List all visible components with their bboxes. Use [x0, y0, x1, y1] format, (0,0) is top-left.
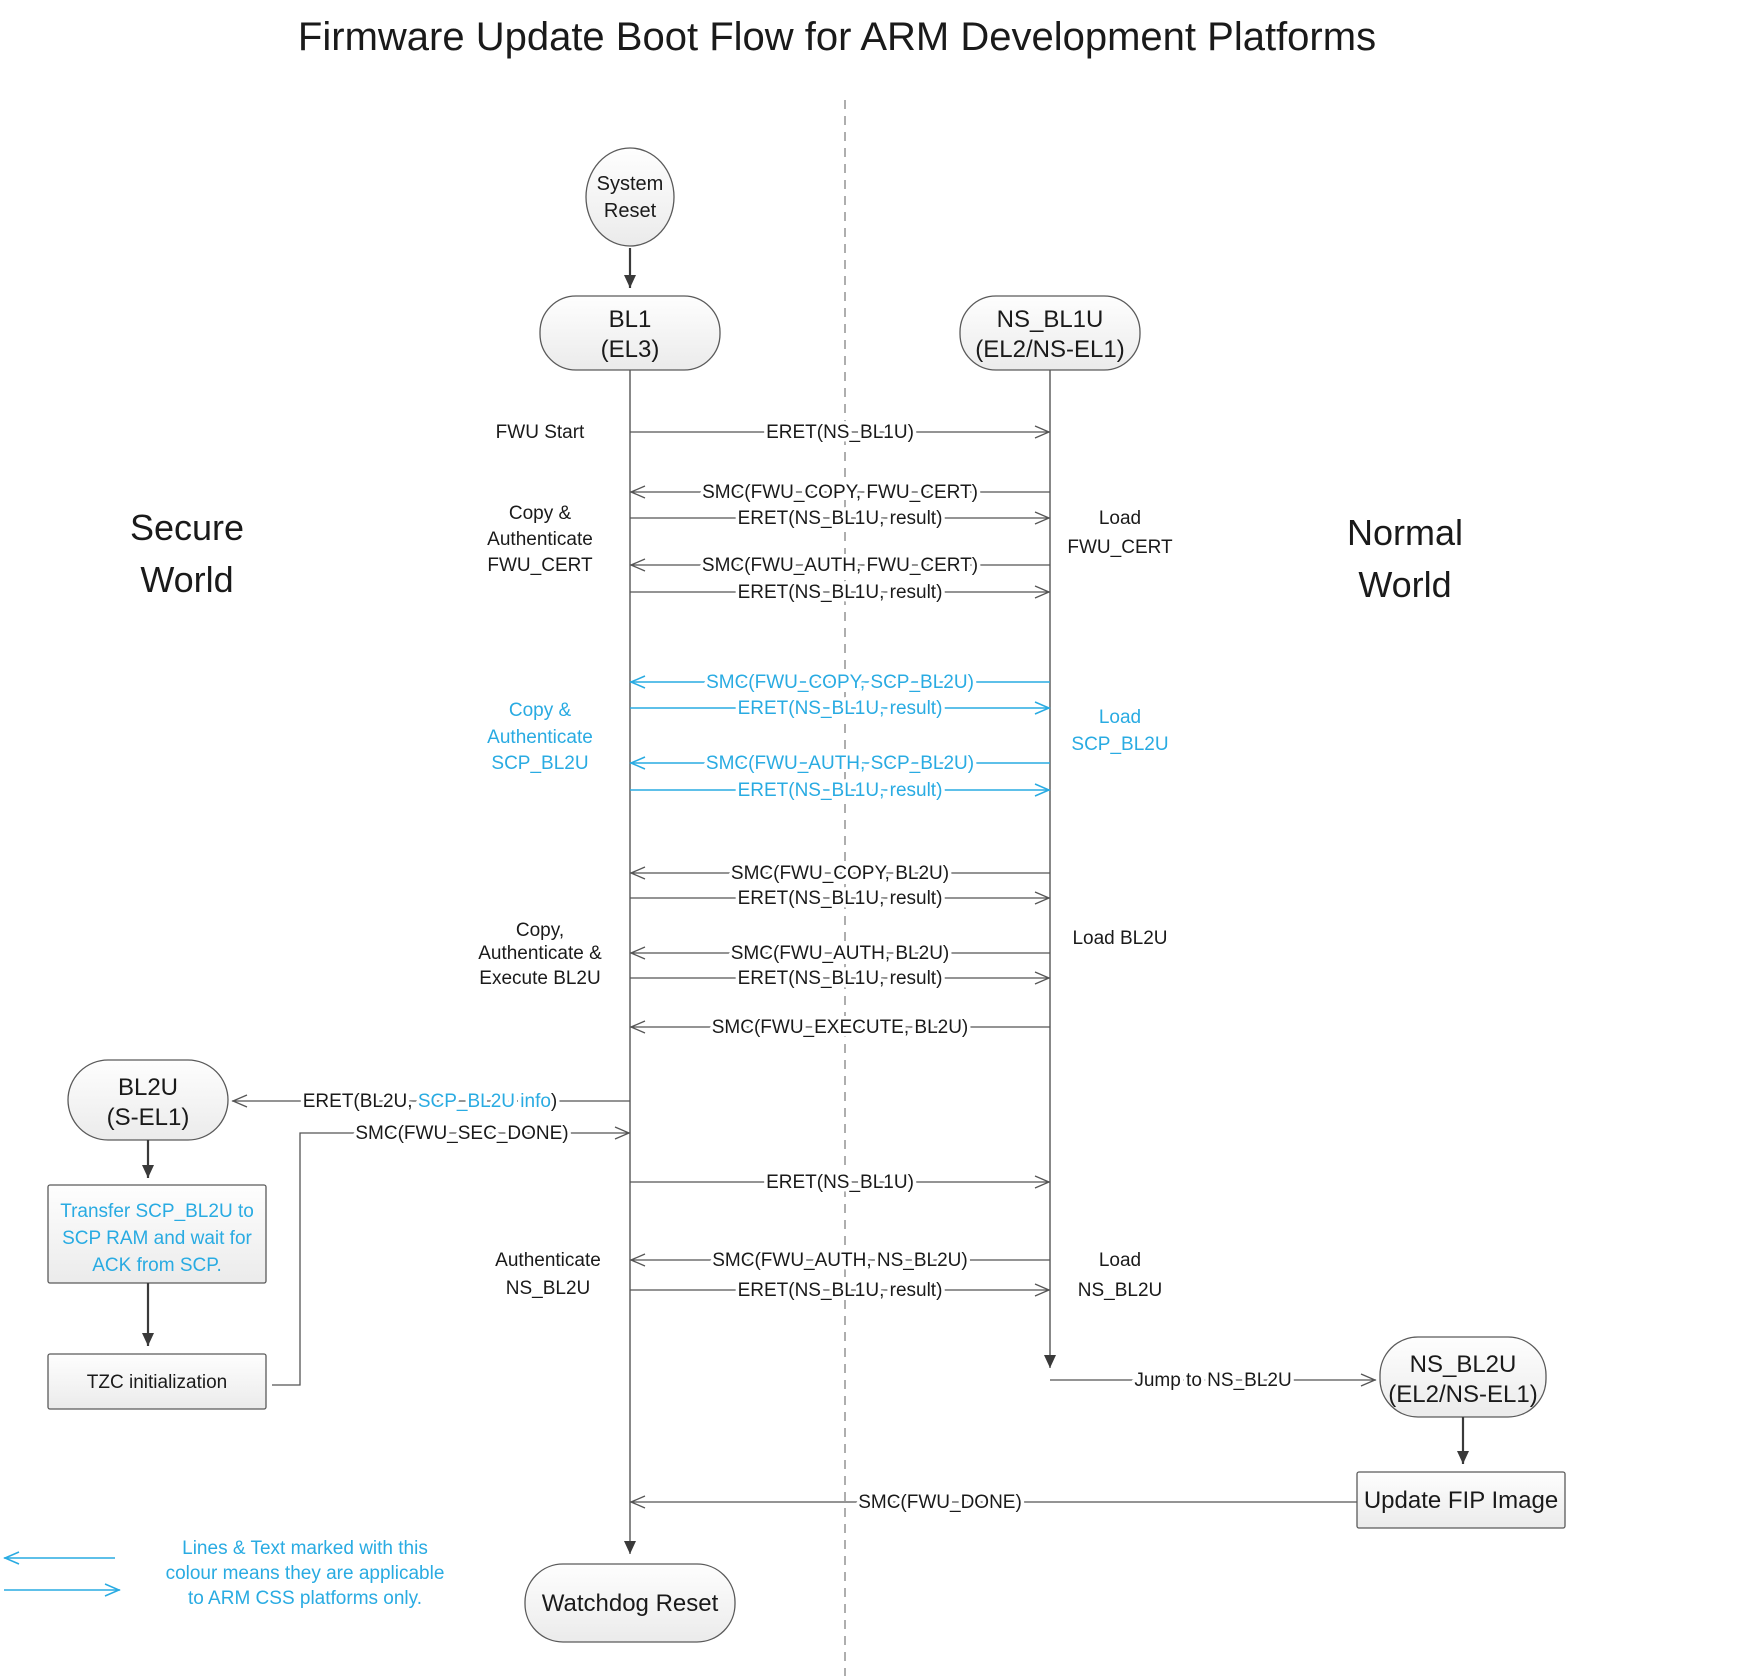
transfer-scp-box: [47, 1184, 267, 1284]
msg-line-smc-fwu-sec-done-elbow: [272, 1126, 631, 1386]
svg-text:Authenticate: Authenticate: [495, 1250, 601, 1271]
svg-text:(S-EL1): (S-EL1): [107, 1104, 190, 1131]
svg-text:Lines & Text marked with this: Lines & Text marked with this: [182, 1538, 428, 1559]
watchdog-reset-box: [524, 1563, 736, 1643]
normal-world-label: Normal World: [1347, 512, 1463, 605]
svg-text:NS_BL2U: NS_BL2U: [1410, 1351, 1517, 1378]
side-label-copy-auth-scp-bl2u: Copy & Authenticate SCP_BL2U: [487, 700, 593, 774]
svg-text:Load: Load: [1099, 508, 1141, 529]
msg-label-smc-fwu-done: SMC(FWU_DONE): [858, 1492, 1022, 1513]
ns-bl1u-box: [959, 295, 1141, 371]
svg-text:Authenticate: Authenticate: [487, 529, 593, 550]
system-reset-ellipse: [585, 147, 675, 247]
msg-label-eret-result-6: ERET(NS_BL1U, result): [738, 968, 943, 989]
svg-text:FWU_CERT: FWU_CERT: [1067, 537, 1173, 558]
msg-label-smc-fwu-auth-ns-bl2u: SMC(FWU_AUTH, NS_BL2U): [712, 1250, 967, 1271]
side-label-copy-auth-fwu-cert: Copy & Authenticate FWU_CERT: [487, 503, 593, 576]
svg-text:Execute BL2U: Execute BL2U: [479, 968, 600, 989]
svg-text:System: System: [597, 173, 664, 195]
legend: Lines & Text marked with this colour mea…: [3, 1538, 445, 1609]
svg-text:SCP RAM and wait for: SCP RAM and wait for: [62, 1228, 252, 1249]
svg-text:Load: Load: [1099, 1250, 1141, 1271]
svg-text:Authenticate &: Authenticate &: [478, 943, 602, 964]
svg-text:(EL2/NS-EL1): (EL2/NS-EL1): [1388, 1381, 1537, 1408]
svg-text:(EL2/NS-EL1): (EL2/NS-EL1): [975, 336, 1124, 363]
svg-text:NS_BL2U: NS_BL2U: [506, 1278, 591, 1299]
svg-text:Update FIP Image: Update FIP Image: [1364, 1487, 1558, 1514]
side-label-load-scp-bl2u: Load SCP_BL2U: [1071, 707, 1168, 755]
msg-label-eret-ns-bl1u-start: ERET(NS_BL1U): [766, 422, 914, 443]
side-label-load-fwu-cert: Load FWU_CERT: [1067, 508, 1173, 558]
svg-text:(EL3): (EL3): [601, 336, 660, 363]
msg-label-eret-bl2u: ERET(BL2U, SCP_BL2U info): [303, 1091, 558, 1112]
svg-text:World: World: [140, 559, 233, 600]
svg-text:BL1: BL1: [609, 306, 652, 333]
side-label-load-ns-bl2u: Load NS_BL2U: [1078, 1250, 1163, 1301]
side-label-auth-ns-bl2u: Authenticate NS_BL2U: [495, 1250, 601, 1299]
svg-text:Normal: Normal: [1347, 512, 1463, 553]
svg-text:BL2U: BL2U: [118, 1074, 178, 1101]
msg-label-eret-result-4: ERET(NS_BL1U, result): [738, 780, 943, 801]
secure-world-label: Secure World: [130, 507, 244, 600]
svg-text:Transfer SCP_BL2U to: Transfer SCP_BL2U to: [60, 1201, 254, 1222]
svg-text:Watchdog Reset: Watchdog Reset: [542, 1590, 719, 1617]
update-fip-box: [1356, 1471, 1566, 1529]
svg-text:Authenticate: Authenticate: [487, 727, 593, 748]
svg-text:to ARM CSS platforms only.: to ARM CSS platforms only.: [188, 1588, 422, 1609]
svg-text:Copy &: Copy &: [509, 700, 572, 721]
system-reset-node: System Reset: [585, 147, 675, 247]
msg-label-smc-fwu-copy-bl2u: SMC(FWU_COPY, BL2U): [731, 863, 949, 884]
ns-bl1u-node: NS_BL1U (EL2/NS-EL1): [959, 295, 1141, 371]
ns-bl2u-node: NS_BL2U (EL2/NS-EL1): [1379, 1336, 1547, 1418]
svg-text:SCP_BL2U: SCP_BL2U: [1071, 734, 1168, 755]
svg-text:FWU_CERT: FWU_CERT: [487, 555, 593, 576]
msg-label-eret-ns-bl1u-2: ERET(NS_BL1U): [766, 1172, 914, 1193]
bl1-node: BL1 (EL3): [539, 295, 721, 371]
msg-label-smc-fwu-sec-done: SMC(FWU_SEC_DONE): [355, 1123, 568, 1144]
svg-text:NS_BL1U: NS_BL1U: [997, 306, 1104, 333]
side-label-copy-auth-exec-bl2u: Copy, Authenticate & Execute BL2U: [478, 920, 602, 989]
msg-label-smc-fwu-auth-fwu-cert: SMC(FWU_AUTH, FWU_CERT): [702, 555, 978, 576]
bl2u-node: BL2U (S-EL1): [67, 1059, 229, 1141]
update-fip-node: Update FIP Image: [1356, 1471, 1566, 1529]
svg-text:Reset: Reset: [604, 200, 657, 222]
msg-label-eret-result-2: ERET(NS_BL1U, result): [738, 582, 943, 603]
svg-text:ACK from SCP.: ACK from SCP.: [92, 1255, 222, 1276]
svg-text:Copy &: Copy &: [509, 503, 572, 524]
msg-label-eret-result-3: ERET(NS_BL1U, result): [738, 698, 943, 719]
svg-text:Copy,: Copy,: [516, 920, 564, 941]
msg-label-smc-fwu-copy-fwu-cert: SMC(FWU_COPY, FWU_CERT): [702, 482, 978, 503]
msg-label-smc-fwu-execute-bl2u: SMC(FWU_EXECUTE, BL2U): [712, 1017, 969, 1038]
msg-label-smc-fwu-copy-scp-bl2u: SMC(FWU_COPY, SCP_BL2U): [706, 672, 974, 693]
side-label-fwu-start: FWU Start: [496, 422, 585, 443]
msg-label-smc-fwu-auth-bl2u: SMC(FWU_AUTH, BL2U): [731, 943, 950, 964]
tzc-init-node: TZC initialization: [47, 1353, 267, 1410]
msg-label-eret-result-7: ERET(NS_BL1U, result): [738, 1280, 943, 1301]
svg-text:World: World: [1358, 564, 1451, 605]
transfer-scp-node: Transfer SCP_BL2U to SCP RAM and wait fo…: [47, 1184, 267, 1284]
tzc-init-box: [47, 1353, 267, 1410]
msg-label-eret-result-5: ERET(NS_BL1U, result): [738, 888, 943, 909]
msg-label-jump-to-ns-bl2u: Jump to NS_BL2U: [1134, 1370, 1291, 1391]
page-title: Firmware Update Boot Flow for ARM Develo…: [298, 15, 1376, 59]
svg-text:Load: Load: [1099, 707, 1141, 728]
msg-label-eret-result-1: ERET(NS_BL1U, result): [738, 508, 943, 529]
side-label-load-bl2u: Load BL2U: [1072, 928, 1167, 949]
watchdog-reset-node: Watchdog Reset: [524, 1563, 736, 1643]
bl1-box: [539, 295, 721, 371]
svg-text:TZC initialization: TZC initialization: [87, 1372, 227, 1393]
svg-text:colour means they are applicab: colour means they are applicable: [166, 1563, 445, 1584]
msg-label-smc-fwu-auth-scp-bl2u: SMC(FWU_AUTH, SCP_BL2U): [706, 753, 974, 774]
svg-text:Secure: Secure: [130, 507, 244, 548]
svg-text:SCP_BL2U: SCP_BL2U: [491, 753, 588, 774]
svg-text:NS_BL2U: NS_BL2U: [1078, 1280, 1163, 1301]
